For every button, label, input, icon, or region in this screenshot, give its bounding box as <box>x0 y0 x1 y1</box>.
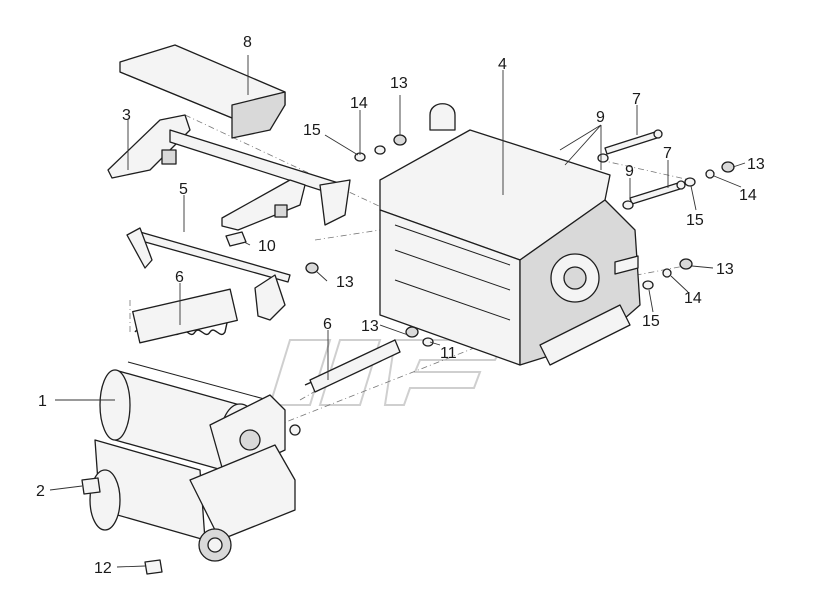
callout-6-right: 6 <box>323 316 332 333</box>
callout-3: 3 <box>122 107 131 124</box>
callout-11: 11 <box>440 345 457 362</box>
callout-labels: 1 2 3 4 5 6 6 7 7 8 9 9 10 11 12 13 13 1… <box>36 34 765 577</box>
leader-lines <box>49 55 746 568</box>
part-6-spring-right <box>304 339 401 393</box>
part-6-spring-left <box>132 288 238 344</box>
callout-13-right-lower: 13 <box>716 261 734 278</box>
callout-15-right-upper: 15 <box>686 212 704 229</box>
part-8-cover <box>119 44 286 139</box>
part-3-bracket <box>107 114 351 226</box>
callout-13-center: 13 <box>336 274 354 291</box>
callout-1: 1 <box>38 393 47 410</box>
part-2-roller-lower <box>81 439 296 562</box>
callout-14-top: 14 <box>350 95 368 112</box>
callout-5: 5 <box>179 181 188 198</box>
callout-15-top: 15 <box>303 122 321 139</box>
callout-13-bottom: 13 <box>361 318 379 335</box>
part-7-bolt-lower <box>629 180 686 205</box>
callout-13-top: 13 <box>390 75 408 92</box>
callout-10: 10 <box>258 238 276 255</box>
callout-9-upper: 9 <box>596 109 605 126</box>
callout-12: 12 <box>94 560 112 577</box>
callout-2: 2 <box>36 483 45 500</box>
callout-6-left: 6 <box>175 269 184 286</box>
callout-7-lower: 7 <box>663 145 672 162</box>
part-5-shaft <box>126 227 291 321</box>
callout-13-right-upper: 13 <box>747 156 765 173</box>
fastener-group-top <box>354 134 634 210</box>
callout-14-right-lower: 14 <box>684 290 702 307</box>
fastener-group-right-lower <box>614 255 693 290</box>
fastener-group-right-upper <box>684 161 735 187</box>
callout-14-right-upper: 14 <box>739 187 757 204</box>
part-10-pin <box>225 231 247 247</box>
callout-8: 8 <box>243 34 252 51</box>
callout-7-upper: 7 <box>632 91 641 108</box>
support-bracket <box>221 179 306 231</box>
part-4-frame <box>379 103 641 366</box>
fastener-group-center <box>305 262 434 347</box>
part-7-bolt-upper <box>604 129 663 155</box>
callout-15-right-lower: 15 <box>642 313 660 330</box>
part-12-pin <box>144 559 163 575</box>
callout-4: 4 <box>498 56 507 73</box>
callout-9-lower: 9 <box>625 163 634 180</box>
